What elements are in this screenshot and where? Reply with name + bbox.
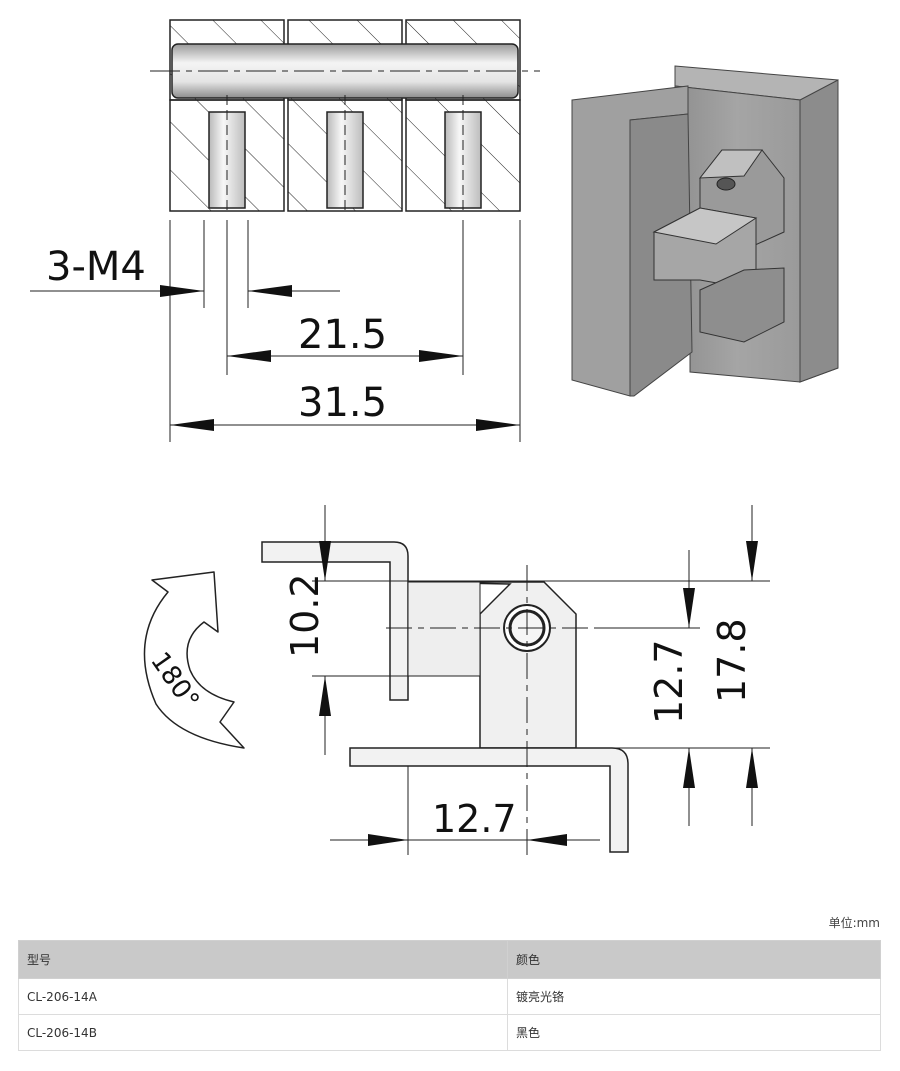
thread-spec-label: 3-M4 (46, 244, 146, 290)
table-header-row: 型号 颜色 (18, 940, 881, 979)
unit-note: 单位:mm (828, 916, 880, 930)
cell-color: 镀亮光铬 (507, 978, 881, 1015)
column-header-model: 型号 (18, 940, 508, 979)
section-view: 3-M4 21.5 31.5 (30, 19, 540, 442)
hole-pitch-dimension: 21.5 (298, 312, 387, 358)
isometric-view (571, 65, 839, 397)
overall-height-dimension: 17.8 (710, 618, 754, 703)
total-length-dimension: 31.5 (298, 380, 387, 426)
side-view: 10.2 12.7 17.8 12.7 (261, 505, 770, 860)
spec-table: 型号 颜色 CL-206-14A 镀亮光铬 CL-206-14B 黑色 (18, 940, 881, 1051)
table-row: CL-206-14A 镀亮光铬 (18, 978, 881, 1015)
cell-model: CL-206-14A (18, 978, 508, 1015)
leaf-height-dimension: 10.2 (283, 573, 327, 658)
offset-dimension: 12.7 (432, 797, 517, 841)
table-row: CL-206-14B 黑色 (18, 1014, 881, 1051)
column-header-color: 颜色 (507, 940, 881, 979)
cell-model: CL-206-14B (18, 1014, 508, 1051)
technical-drawing: 3-M4 21.5 31.5 (30, 19, 839, 860)
cell-color: 黑色 (507, 1014, 881, 1051)
rotation-arrow: 180° (143, 571, 245, 749)
pin-height-dimension: 12.7 (647, 639, 691, 724)
